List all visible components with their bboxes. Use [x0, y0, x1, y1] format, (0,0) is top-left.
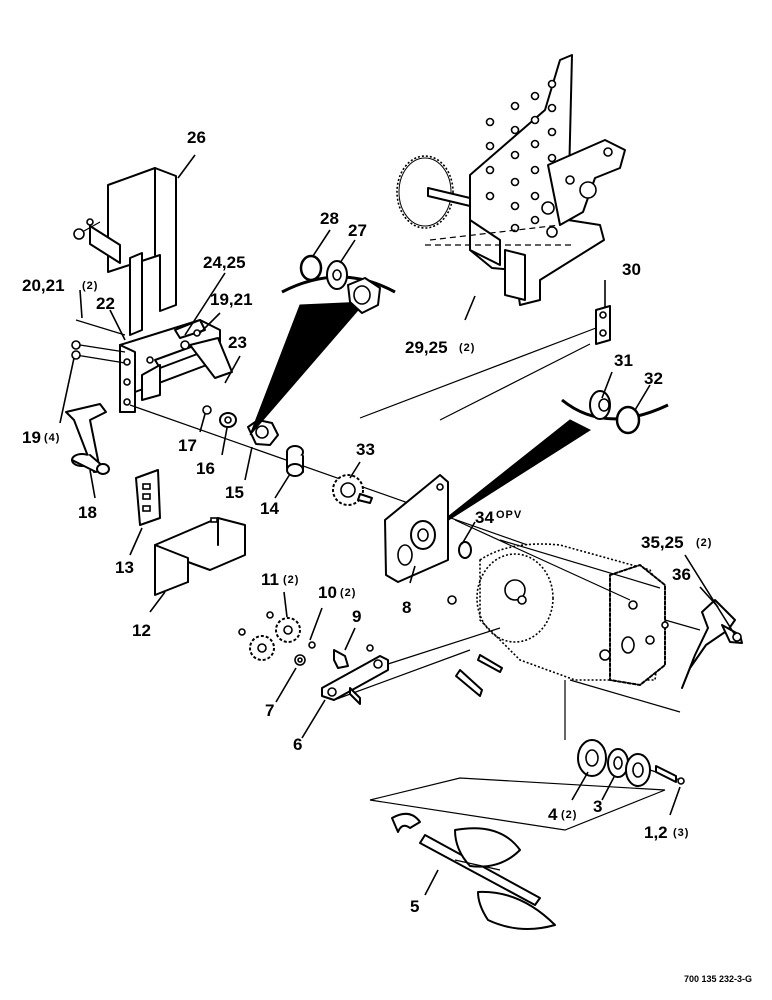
callout-6: 6 — [293, 735, 302, 754]
mount-bracket-22 — [71, 319, 233, 413]
callout-35-25: 35,25 — [641, 533, 684, 552]
plate-13 — [135, 469, 161, 526]
callout-36: 36 — [672, 565, 691, 584]
callout-14: 14 — [260, 499, 279, 518]
qty-35-25: (2) — [696, 537, 712, 549]
frame-assembly — [396, 54, 626, 306]
callout-27: 27 — [348, 221, 367, 240]
callout-13: 13 — [115, 558, 134, 577]
bearing-stack-3-4 — [577, 739, 685, 787]
knife-36 — [661, 599, 743, 689]
callout-23: 23 — [228, 333, 247, 352]
drawing-code: 700 135 232-3-G — [684, 974, 752, 984]
callout-32: 32 — [644, 369, 663, 388]
qty-11: (2) — [283, 574, 299, 586]
callout-28: 28 — [320, 209, 339, 228]
callout-34: 34 — [475, 508, 494, 527]
leader-lines — [59, 154, 736, 896]
inset-bearing-top — [249, 254, 396, 436]
inset-bearing-right — [424, 390, 669, 536]
callout-labels: 26 28 27 24,25 20,21 (2) 22 19,21 23 30 … — [22, 128, 752, 984]
arm-6 — [321, 627, 501, 705]
callout-1-2: 1,2 — [644, 823, 668, 842]
callout-15: 15 — [225, 483, 244, 502]
qty-29-25: (2) — [459, 342, 475, 354]
callout-19-21: 19,21 — [210, 290, 253, 309]
qty-10: (2) — [340, 587, 356, 599]
callout-19: 19 — [22, 428, 41, 447]
callout-16: 16 — [196, 459, 215, 478]
callout-22: 22 — [96, 294, 115, 313]
callout-18: 18 — [78, 503, 97, 522]
qty-19: (4) — [44, 432, 60, 444]
callout-11: 11 — [261, 570, 279, 589]
callout-4: 4 — [548, 805, 558, 824]
shaft-components — [202, 405, 304, 477]
gearbox-housing — [476, 543, 666, 686]
callout-7: 7 — [265, 701, 274, 720]
callout-17: 17 — [178, 436, 197, 455]
handle-18 — [65, 403, 110, 475]
sprocket-33 — [332, 474, 373, 506]
callout-24-25: 24,25 — [203, 253, 246, 272]
callout-26: 26 — [187, 128, 206, 147]
callout-10: 10 — [318, 583, 337, 602]
bolts-gearbox — [447, 595, 503, 697]
sprocket-wheel — [396, 155, 471, 229]
shield-12 — [154, 517, 246, 596]
callout-9: 9 — [352, 607, 361, 626]
callout-8: 8 — [402, 598, 411, 617]
qty-1-2: (3) — [673, 827, 689, 839]
frame-hole-grid — [485, 79, 557, 233]
bracket-30 — [359, 305, 611, 421]
bearing-plate-8 — [384, 474, 472, 583]
callout-20-21: 20,21 — [22, 276, 65, 295]
parts-7-9-10 — [294, 641, 374, 669]
callout-31: 31 — [614, 351, 633, 370]
sprockets-11 — [238, 611, 301, 661]
qty-20-21: (2) — [82, 280, 98, 292]
callout-29-25: 29,25 — [405, 338, 448, 357]
callout-12: 12 — [132, 621, 151, 640]
opv-34: OPV — [496, 509, 522, 521]
callout-33: 33 — [356, 440, 375, 459]
shield-26 — [73, 167, 177, 336]
callout-5: 5 — [410, 897, 419, 916]
callout-30: 30 — [622, 260, 641, 279]
qty-4: (2) — [561, 809, 577, 821]
auger-5 — [369, 777, 666, 930]
callout-3: 3 — [593, 797, 602, 816]
